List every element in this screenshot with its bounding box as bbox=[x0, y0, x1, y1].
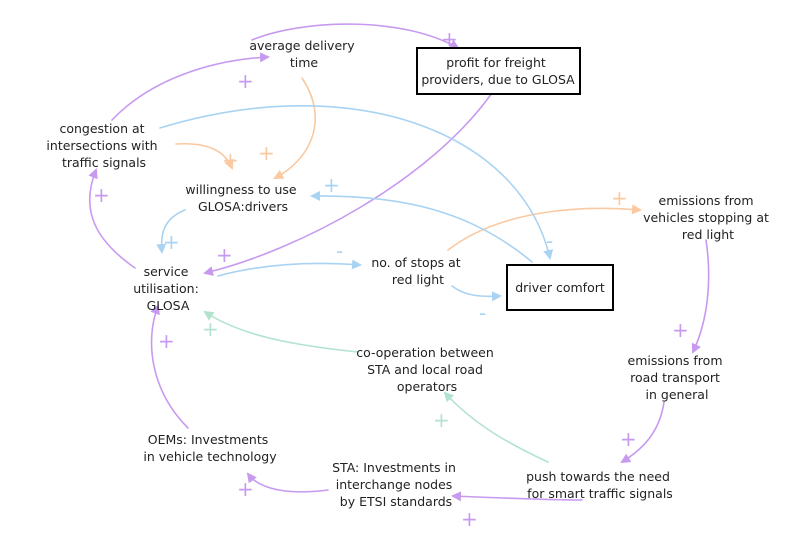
edge-emstop-to-emroad bbox=[691, 239, 710, 354]
sign-congestion-willingness: + bbox=[222, 148, 239, 172]
edge-service-to-stops bbox=[217, 259, 362, 277]
edge-push-to-sta bbox=[451, 491, 583, 502]
node-service-utilisation: service utilisation: GLOSA bbox=[133, 264, 203, 313]
sign-stops-emstop: + bbox=[611, 186, 628, 210]
node-cooperation: co-operation between STA and local road … bbox=[356, 345, 498, 394]
node-willingness: willingness to use GLOSA:drivers bbox=[185, 182, 300, 214]
edge-stops-to-emstop bbox=[447, 204, 642, 251]
node-average-delivery-time: average delivery time bbox=[249, 38, 358, 70]
node-stops-red-light: no. of stops at red light bbox=[371, 255, 464, 287]
node-profit-freight: profit for freight providers, due to GLO… bbox=[421, 55, 575, 87]
sign-comfort-willingness: + bbox=[323, 173, 340, 197]
edge-sta-to-oems bbox=[246, 472, 329, 493]
edge-comfort-to-willingness bbox=[310, 190, 533, 263]
edge-stops-to-comfort bbox=[451, 285, 502, 302]
sign-delivery-profit: + bbox=[441, 27, 458, 51]
sign-coop-service: + bbox=[202, 317, 219, 341]
edge-emroad-to-push bbox=[620, 401, 665, 464]
node-oems: OEMs: Investments in vehicle technology bbox=[143, 432, 277, 464]
sign-congestion-delivery: + bbox=[237, 69, 254, 93]
edge-willingness-to-service bbox=[156, 209, 186, 254]
sign-delivery-willingness: + bbox=[258, 141, 275, 165]
sign-push-coop: + bbox=[433, 408, 450, 432]
sign-profit-service: + bbox=[216, 243, 233, 267]
sign-stops-comfort: - bbox=[479, 301, 486, 325]
sign-sta-oems: + bbox=[237, 477, 254, 501]
edge-delivery-to-willingness bbox=[273, 77, 317, 179]
edge-congestion-to-comfort bbox=[159, 105, 554, 260]
node-sta-investments: STA: Investments in interchange nodes by… bbox=[332, 460, 460, 509]
node-push: push towards the need for smart traffic … bbox=[526, 469, 674, 501]
sign-congestion-comfort: - bbox=[546, 229, 553, 253]
sign-willingness-service: + bbox=[163, 230, 180, 254]
edge-congestion-to-delivery bbox=[111, 52, 270, 121]
edge-coop-to-service bbox=[203, 310, 359, 353]
sign-service-stops: - bbox=[336, 239, 343, 263]
node-driver-comfort: driver comfort bbox=[515, 280, 605, 295]
sign-emstop-emroad: + bbox=[672, 318, 689, 342]
profit-node-box bbox=[416, 47, 581, 95]
sign-service-congestion: + bbox=[93, 183, 110, 207]
node-emissions-road: emissions from road transport in general bbox=[628, 353, 727, 402]
edge-service-to-congestion bbox=[88, 168, 136, 269]
edge-oems-to-service bbox=[150, 304, 189, 429]
sign-emroad-push: + bbox=[620, 427, 637, 451]
edge-congestion-to-willingness bbox=[175, 142, 234, 170]
driver-comfort-node-box bbox=[506, 264, 614, 311]
edge-profit-to-service bbox=[203, 92, 493, 276]
edge-delivery-to-profit bbox=[251, 23, 460, 49]
sign-oems-service: + bbox=[158, 329, 175, 353]
edge-push-to-coop bbox=[443, 391, 549, 463]
node-emissions-stopping: emissions from vehicles stopping at red … bbox=[643, 193, 773, 242]
node-congestion: congestion at intersections with traffic… bbox=[46, 121, 161, 170]
sign-push-sta: + bbox=[461, 507, 478, 531]
